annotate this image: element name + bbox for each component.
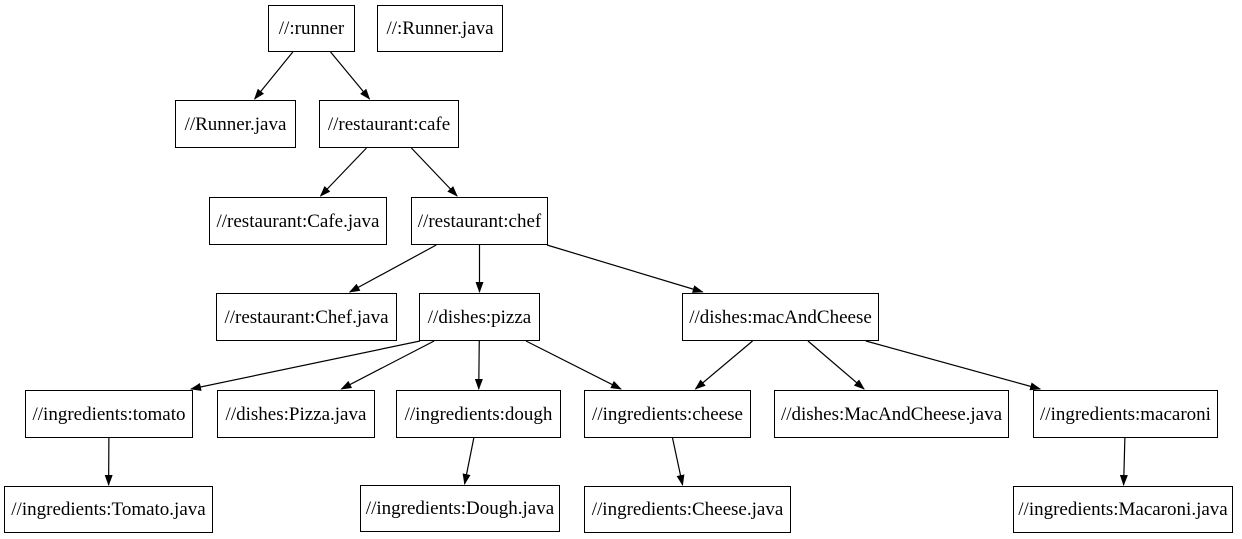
edge-mac-and-cheese-to-macaroni: [865, 340, 1042, 391]
edge-cafe-to-chef: [410, 147, 458, 197]
edge-chef-to-mac-and-cheese: [546, 244, 704, 293]
node-label: //:Runner.java: [386, 18, 494, 39]
node-label: //Runner.java: [184, 113, 287, 135]
graph-node-chef-java: //restaurant:Chef.java: [216, 293, 397, 341]
edge-runner-to-runner-java: [253, 51, 294, 100]
edge-chef-to-chef-java: [348, 244, 437, 293]
edge-macaroni-to-macaroni-java: [1119, 437, 1128, 486]
graph-node-dough: //ingredients:dough: [396, 390, 561, 438]
node-label: //ingredients:Tomato.java: [11, 499, 206, 520]
graph-node-runner-java-file: //:Runner.java: [377, 5, 503, 52]
graph-node-dough-java: //ingredients:Dough.java: [360, 485, 560, 532]
graph-node-macaroni-java: //ingredients:Macaroni.java: [1013, 486, 1233, 533]
node-label: //restaurant:Cafe.java: [216, 210, 380, 232]
node-label: //ingredients:macaroni: [1040, 403, 1211, 425]
graph-node-tomato-java: //ingredients:Tomato.java: [4, 486, 213, 533]
node-label: //ingredients:Dough.java: [365, 498, 555, 519]
graph-node-cheese-java: //ingredients:Cheese.java: [584, 486, 791, 533]
node-label: //dishes:MacAndCheese.java: [780, 403, 1003, 425]
graph-node-cheese: //ingredients:cheese: [584, 390, 751, 438]
graph-node-tomato: //ingredients:tomato: [25, 390, 193, 438]
edge-pizza-to-tomato: [190, 340, 421, 391]
edge-mac-and-cheese-to-mac-and-cheese-java: [807, 340, 865, 390]
node-label: //dishes:macAndCheese: [689, 306, 872, 328]
edge-pizza-to-cheese: [525, 340, 622, 390]
node-label: //:runner: [278, 18, 345, 39]
node-label: //restaurant:cafe: [327, 113, 451, 135]
node-label: //ingredients:Macaroni.java: [1018, 499, 1228, 520]
node-label: //ingredients:dough: [404, 403, 553, 425]
edge-mac-and-cheese-to-cheese: [694, 340, 753, 390]
graph-node-chef: //restaurant:chef: [411, 197, 548, 245]
node-label: //dishes:Pizza.java: [225, 403, 367, 425]
node-label: //ingredients:Cheese.java: [591, 499, 784, 520]
edge-dough-to-dough-java: [462, 437, 475, 485]
node-label: //dishes:pizza: [427, 306, 532, 328]
graph-node-mac-and-cheese-java: //dishes:MacAndCheese.java: [774, 390, 1009, 438]
graph-node-pizza: //dishes:pizza: [419, 293, 540, 341]
graph-node-mac-and-cheese: //dishes:macAndCheese: [682, 293, 879, 341]
edge-pizza-to-dough: [474, 340, 483, 390]
graph-node-cafe: //restaurant:cafe: [319, 100, 459, 148]
edge-cheese-to-cheese-java: [671, 437, 685, 486]
graph-node-runner-java: //Runner.java: [175, 100, 296, 148]
edge-runner-to-cafe: [330, 51, 371, 100]
node-label: //restaurant:Chef.java: [224, 306, 389, 328]
graph-node-runner: //:runner: [268, 5, 355, 52]
graph-node-pizza-java: //dishes:Pizza.java: [217, 390, 375, 438]
edge-cafe-to-cafe-java: [319, 147, 367, 197]
node-label: //ingredients:cheese: [592, 403, 743, 425]
edge-pizza-to-pizza-java: [340, 340, 435, 390]
node-label: //ingredients:tomato: [32, 403, 186, 425]
node-label: //restaurant:chef: [417, 210, 542, 232]
graph-node-macaroni: //ingredients:macaroni: [1033, 390, 1218, 438]
graph-node-cafe-java: //restaurant:Cafe.java: [209, 197, 387, 245]
